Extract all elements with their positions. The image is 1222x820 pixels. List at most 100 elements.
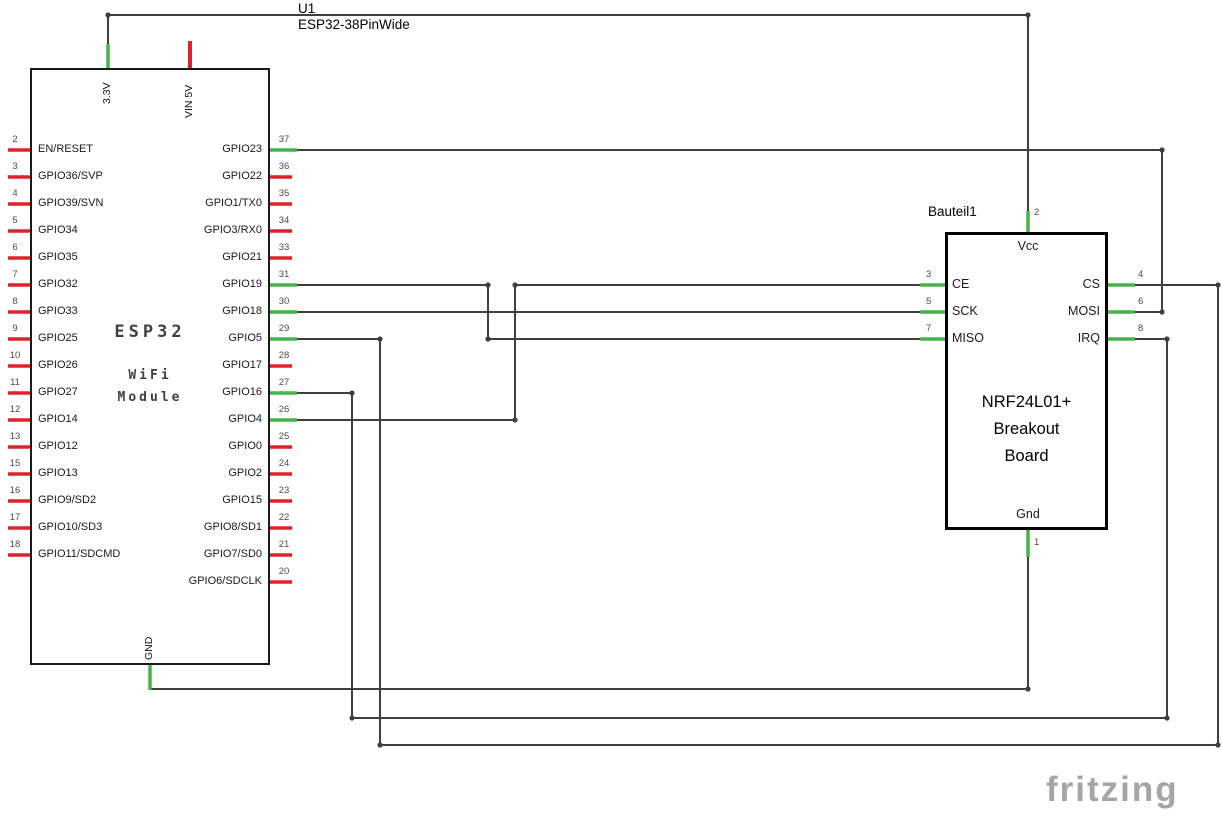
wire-bendpoint	[512, 282, 518, 288]
pin-label: GPIO35	[38, 251, 78, 263]
pin-label: GPIO26	[38, 359, 78, 371]
pin-number: 28	[278, 350, 290, 361]
pin-label: GPIO15	[222, 494, 262, 506]
wire-bendpoint	[512, 417, 518, 423]
nrf24-component-body[interactable]	[945, 232, 1108, 530]
pin-number: 17	[9, 512, 21, 523]
pin-label: GPIO33	[38, 305, 78, 317]
pin-number: 10	[9, 350, 21, 361]
pin-label: GPIO14	[38, 413, 78, 425]
pin-number: 6	[12, 242, 18, 253]
pin-number: 15	[9, 458, 21, 469]
pin-number: 18	[9, 539, 21, 550]
wire-irq[interactable]	[296, 338, 1168, 719]
pin-label: GPIO12	[38, 440, 78, 452]
wire-bendpoint	[377, 336, 383, 342]
pin-number: 22	[278, 512, 290, 523]
pin-label: GPIO23	[222, 143, 262, 155]
nrf24-pin-number-gnd: 1	[1034, 537, 1040, 548]
esp32-component-body[interactable]	[30, 68, 270, 665]
pin-label: GPIO2	[228, 467, 262, 479]
esp32-part-name: ESP32-38PinWide	[298, 17, 410, 32]
pin-number: 2	[12, 134, 18, 145]
pin-number: 16	[9, 485, 21, 496]
pin-label: GPIO5	[228, 332, 262, 344]
pin-number: 4	[12, 188, 18, 199]
wire-bendpoint	[1164, 336, 1170, 342]
pin-number: 8	[1138, 323, 1144, 334]
pin-number: 29	[278, 323, 290, 334]
wire-bendpoint	[349, 715, 355, 721]
pin-number: 23	[278, 485, 290, 496]
pin-number: 30	[278, 296, 290, 307]
wire-cs[interactable]	[296, 284, 1219, 746]
pin-label: GPIO27	[38, 386, 78, 398]
pin-number: 20	[278, 566, 290, 577]
nrf24-ref-designator: Bauteil1	[928, 204, 977, 219]
pin-label: GPIO6/SDCLK	[188, 575, 262, 587]
pin-number: 4	[1138, 269, 1144, 280]
pin-label: GPIO1/TX0	[205, 197, 262, 209]
wire-bendpoint	[1164, 715, 1170, 721]
pin-number: 13	[9, 431, 21, 442]
pin-label: GPIO36/SVP	[38, 170, 103, 182]
pin-number: 7	[926, 323, 932, 334]
wire-3v3-vcc[interactable]	[107, 14, 1029, 211]
esp32-subtitle-module: Module	[117, 390, 183, 405]
pin-number: 8	[12, 296, 18, 307]
esp32-pin-label-gnd: GND	[143, 636, 155, 660]
wire-bendpoint	[1025, 12, 1031, 18]
pin-number: 36	[278, 161, 290, 172]
pin-number: 35	[278, 188, 290, 199]
wire-bendpoint	[377, 742, 383, 748]
pin-number: 5	[12, 215, 18, 226]
wire-ce[interactable]	[296, 284, 921, 421]
pin-number: 26	[278, 404, 290, 415]
esp32-pin-label-vin5v: VIN 5V	[183, 84, 195, 118]
esp32-chip-name: ESP32	[114, 322, 186, 342]
pin-label: GPIO18	[222, 305, 262, 317]
pin-label: GPIO13	[38, 467, 78, 479]
nrf24-name-line2: Breakout	[993, 420, 1060, 438]
pin-label: GPIO16	[222, 386, 262, 398]
pin-number: 21	[278, 539, 290, 550]
pin-number: 12	[9, 404, 21, 415]
pin-label: GPIO39/SVN	[38, 197, 104, 209]
pin-label: CS	[1082, 277, 1100, 291]
pin-number: 7	[12, 269, 18, 280]
pin-label: GPIO7/SD0	[203, 548, 262, 560]
wire-bendpoint	[1215, 282, 1221, 288]
pin-number: 37	[278, 134, 290, 145]
pin-label: GPIO21	[222, 251, 262, 263]
pin-number: 6	[1138, 296, 1144, 307]
wire-mosi[interactable]	[296, 149, 1163, 313]
pin-label: CE	[952, 277, 970, 291]
pin-label: GPIO25	[38, 332, 78, 344]
pin-label: SCK	[952, 304, 978, 318]
wire-bendpoint	[1215, 742, 1221, 748]
pin-label: GPIO3/RX0	[203, 224, 262, 236]
nrf24-name-line3: Board	[1004, 447, 1049, 465]
pin-number: 9	[12, 323, 18, 334]
pin-label: GPIO8/SD1	[203, 521, 262, 533]
esp32-subtitle-wifi: WiFi	[128, 368, 172, 383]
pin-number: 3	[12, 161, 18, 172]
nrf24-name-line1: NRF24L01+	[981, 393, 1072, 411]
pin-label: IRQ	[1077, 331, 1100, 345]
wire-bendpoint	[1159, 147, 1165, 153]
nrf24-pin-number-vcc: 2	[1034, 207, 1040, 218]
pin-label: GPIO9/SD2	[38, 494, 97, 506]
pin-number: 3	[926, 269, 932, 280]
wire-bendpoint	[485, 282, 491, 288]
pin-number: 5	[926, 296, 932, 307]
pin-label: MOSI	[1068, 304, 1100, 318]
wire-bendpoint	[485, 336, 491, 342]
pin-label: GPIO4	[228, 413, 262, 425]
esp32-pin-label-3v3: 3.3V	[101, 82, 113, 104]
wire-bendpoint	[1159, 309, 1165, 315]
pin-label: GPIO11/SDCMD	[38, 548, 121, 560]
pin-label: GPIO22	[222, 170, 262, 182]
nrf24-pin-label-vcc: Vcc	[1017, 239, 1039, 253]
